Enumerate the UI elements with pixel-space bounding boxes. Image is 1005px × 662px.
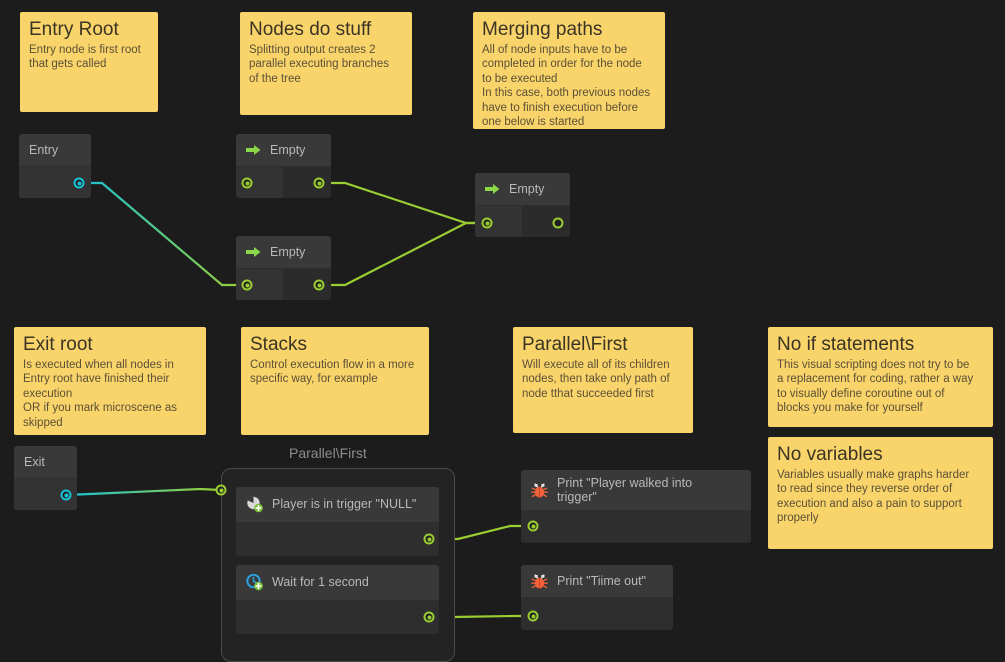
node-header: Empty — [236, 236, 331, 269]
node-body-row — [236, 523, 439, 556]
node-body-row — [236, 601, 439, 634]
green-arrow-icon — [485, 183, 500, 195]
port-group-in[interactable] — [215, 484, 227, 496]
port-print-timeout-in[interactable] — [527, 610, 539, 622]
note-exit-root[interactable]: Exit root Is executed when all nodes in … — [14, 327, 206, 435]
note-title: Merging paths — [482, 19, 603, 40]
node-header: Print "Player walked into trigger" — [521, 470, 751, 511]
port-entry-out[interactable] — [73, 177, 85, 189]
wire-empty-bottom-to-merge — [319, 221, 487, 287]
note-body: Variables usually make graphs harder to … — [777, 469, 970, 525]
node-title: Exit — [24, 454, 45, 469]
node-header: Exit — [14, 446, 77, 479]
note-merging-paths[interactable]: Merging paths All of node inputs have to… — [473, 12, 665, 129]
port-empty-merge-in[interactable] — [481, 217, 493, 229]
note-body: This visual scripting does not try to be… — [777, 359, 974, 415]
note-body: Splitting output creates 2 parallel exec… — [249, 44, 390, 85]
node-entry[interactable]: Entry — [19, 134, 91, 198]
note-body: Control execution flow in a more specifi… — [250, 359, 415, 386]
note-no-if-statements[interactable]: No if statements This visual scripting d… — [768, 327, 993, 427]
note-stacks[interactable]: Stacks Control execution flow in a more … — [241, 327, 429, 435]
wire-exit-to-group — [65, 487, 222, 497]
port-print-walked-in[interactable] — [527, 520, 539, 532]
node-body-row — [521, 598, 673, 630]
node-header: Entry — [19, 134, 91, 167]
bug-icon — [531, 573, 548, 590]
note-title: Nodes do stuff — [249, 19, 372, 40]
green-arrow-icon — [246, 246, 261, 258]
node-exit[interactable]: Exit — [14, 446, 77, 510]
node-body — [236, 601, 439, 634]
node-title: Print "Tiime out" — [557, 573, 646, 588]
node-header: Empty — [475, 173, 570, 206]
note-body: All of node inputs have to be completed … — [482, 44, 651, 129]
node-wait-for-1-second[interactable]: Wait for 1 second — [236, 565, 439, 634]
note-title: Entry Root — [29, 19, 119, 40]
node-title: Empty — [270, 244, 306, 259]
node-title: Empty — [270, 142, 306, 157]
node-body-row — [521, 511, 751, 542]
node-header: Print "Tiime out" — [521, 565, 673, 598]
note-title: No if statements — [777, 334, 915, 355]
note-no-variables[interactable]: No variables Variables usually make grap… — [768, 437, 993, 549]
node-title: Entry — [29, 142, 59, 157]
node-title: Print "Player walked into trigger" — [557, 475, 693, 505]
node-body — [521, 511, 751, 542]
clock-add-icon — [246, 574, 263, 591]
note-title: Parallel\First — [522, 334, 628, 355]
note-body: Is executed when all nodes in Entry root… — [23, 359, 178, 429]
port-exit-out[interactable] — [60, 489, 72, 501]
wire-entry-to-empty-bottom — [79, 181, 247, 287]
port-empty-top-out[interactable] — [313, 177, 325, 189]
note-parallel-first[interactable]: Parallel\First Will execute all of its c… — [513, 327, 693, 433]
note-nodes-do-stuff[interactable]: Nodes do stuff Splitting output creates … — [240, 12, 412, 115]
port-player-trigger-out[interactable] — [423, 533, 435, 545]
note-body: Will execute all of its children nodes, … — [522, 359, 670, 400]
node-header: Empty — [236, 134, 331, 167]
node-print-time-out[interactable]: Print "Tiime out" — [521, 565, 673, 630]
node-player-is-in-trigger[interactable]: Player is in trigger "NULL" — [236, 487, 439, 556]
note-title: Exit root — [23, 334, 93, 355]
pie-add-icon — [246, 496, 263, 513]
bug-icon — [531, 482, 548, 499]
note-title: Stacks — [250, 334, 308, 355]
node-header: Player is in trigger "NULL" — [236, 487, 439, 523]
node-header: Wait for 1 second — [236, 565, 439, 601]
wire-empty-top-to-merge — [319, 181, 487, 225]
note-title: No variables — [777, 444, 883, 465]
group-label-parallel-first: Parallel\First — [289, 445, 367, 461]
port-empty-merge-out[interactable] — [552, 217, 564, 229]
node-title: Empty — [509, 181, 545, 196]
port-empty-top-in[interactable] — [241, 177, 253, 189]
node-body — [14, 479, 77, 510]
node-title: Player is in trigger "NULL" — [272, 497, 417, 511]
port-empty-bottom-in[interactable] — [241, 279, 253, 291]
green-arrow-icon — [246, 144, 261, 156]
node-empty-bottom[interactable]: Empty — [236, 236, 331, 300]
port-empty-bottom-out[interactable] — [313, 279, 325, 291]
node-empty-top[interactable]: Empty — [236, 134, 331, 198]
port-wait-out[interactable] — [423, 611, 435, 623]
node-print-player-walked[interactable]: Print "Player walked into trigger" — [521, 470, 751, 543]
node-body — [236, 167, 331, 198]
note-entry-root[interactable]: Entry Root Entry node is first root that… — [20, 12, 158, 112]
note-body: Entry node is first root that gets calle… — [29, 44, 141, 71]
node-title: Wait for 1 second — [272, 575, 369, 589]
node-body — [236, 523, 439, 556]
node-body — [521, 598, 673, 630]
